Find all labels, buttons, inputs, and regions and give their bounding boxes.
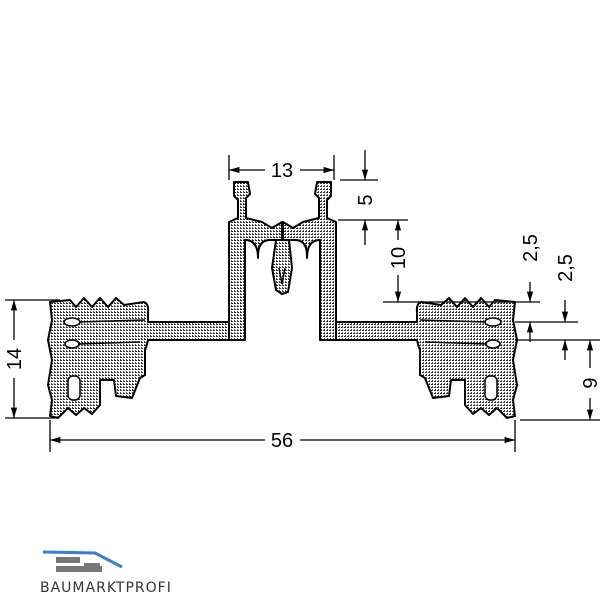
dim-lower-height: 9	[580, 377, 600, 388]
dim-gap-upper: 2,5	[520, 234, 542, 262]
dim-top-width: 13	[271, 160, 293, 182]
dim-total-height: 14	[4, 348, 26, 370]
profile-right-half	[282, 181, 518, 419]
dimension-lines	[5, 150, 600, 452]
dim-gap-lower: 2,5	[555, 254, 577, 282]
dim-center-height: 10	[388, 247, 410, 269]
logo-graphic	[42, 550, 123, 572]
dim-total-width: 56	[271, 430, 293, 452]
center-clip-slot	[278, 267, 286, 285]
center-clip	[270, 239, 294, 296]
logo-text: BAUMARKTPROFI	[40, 580, 172, 596]
profile-left-half	[47, 181, 283, 419]
dim-flange-height: 5	[355, 194, 377, 205]
